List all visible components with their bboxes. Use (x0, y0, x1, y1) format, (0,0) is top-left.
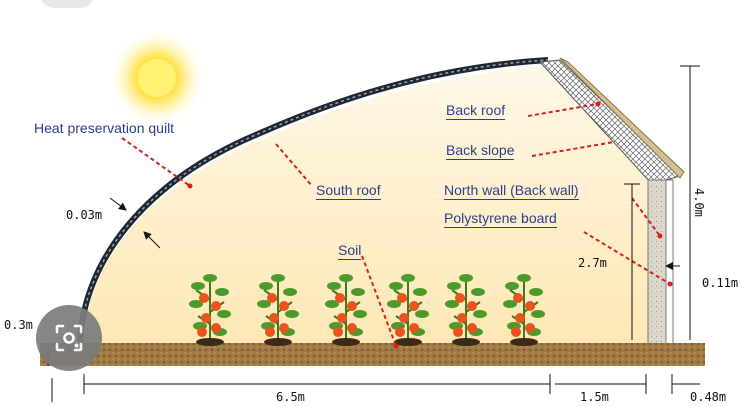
total-height-label: 4.0m (692, 188, 706, 217)
soil-strip (40, 343, 705, 366)
tomato-plant (257, 274, 299, 346)
wall-thickness-label: 0.48m (690, 390, 727, 404)
quilt-thickness-label: 0.03m (66, 208, 103, 222)
sun-icon (111, 32, 203, 124)
south-roof-label: South roof (316, 182, 381, 200)
span-label: 6.5m (276, 390, 305, 404)
tomato-plant (503, 274, 545, 346)
polystyrene-board (665, 179, 674, 345)
north-wall-label: North wall (Back wall) (444, 182, 579, 200)
polystyrene-thickness-label: 0.11m (702, 276, 739, 290)
lens-search-button[interactable] (36, 305, 102, 371)
dimension-lines (47, 65, 700, 402)
tomato-plant (325, 274, 367, 346)
front-height-label: 0.3m (4, 318, 33, 332)
soil-label: Soil (338, 242, 362, 260)
greenhouse-interior (84, 66, 648, 343)
tomato-plant (189, 274, 231, 346)
tomato-plants (189, 274, 545, 346)
back-slope-label: Back slope (446, 142, 515, 160)
tomato-plant (445, 274, 487, 346)
heat-quilt-label: Heat preservation quilt (34, 120, 175, 136)
tomato-plant (387, 274, 429, 346)
wall-height-label: 2.7m (578, 256, 607, 270)
back-depth-label: 1.5m (580, 390, 609, 404)
leader-lines (121, 103, 671, 347)
back-roof-label: Back roof (446, 102, 506, 120)
lens-search-icon (55, 324, 83, 352)
top-chip (40, 0, 94, 8)
polystyrene-label: Polystyrene board (444, 210, 557, 228)
